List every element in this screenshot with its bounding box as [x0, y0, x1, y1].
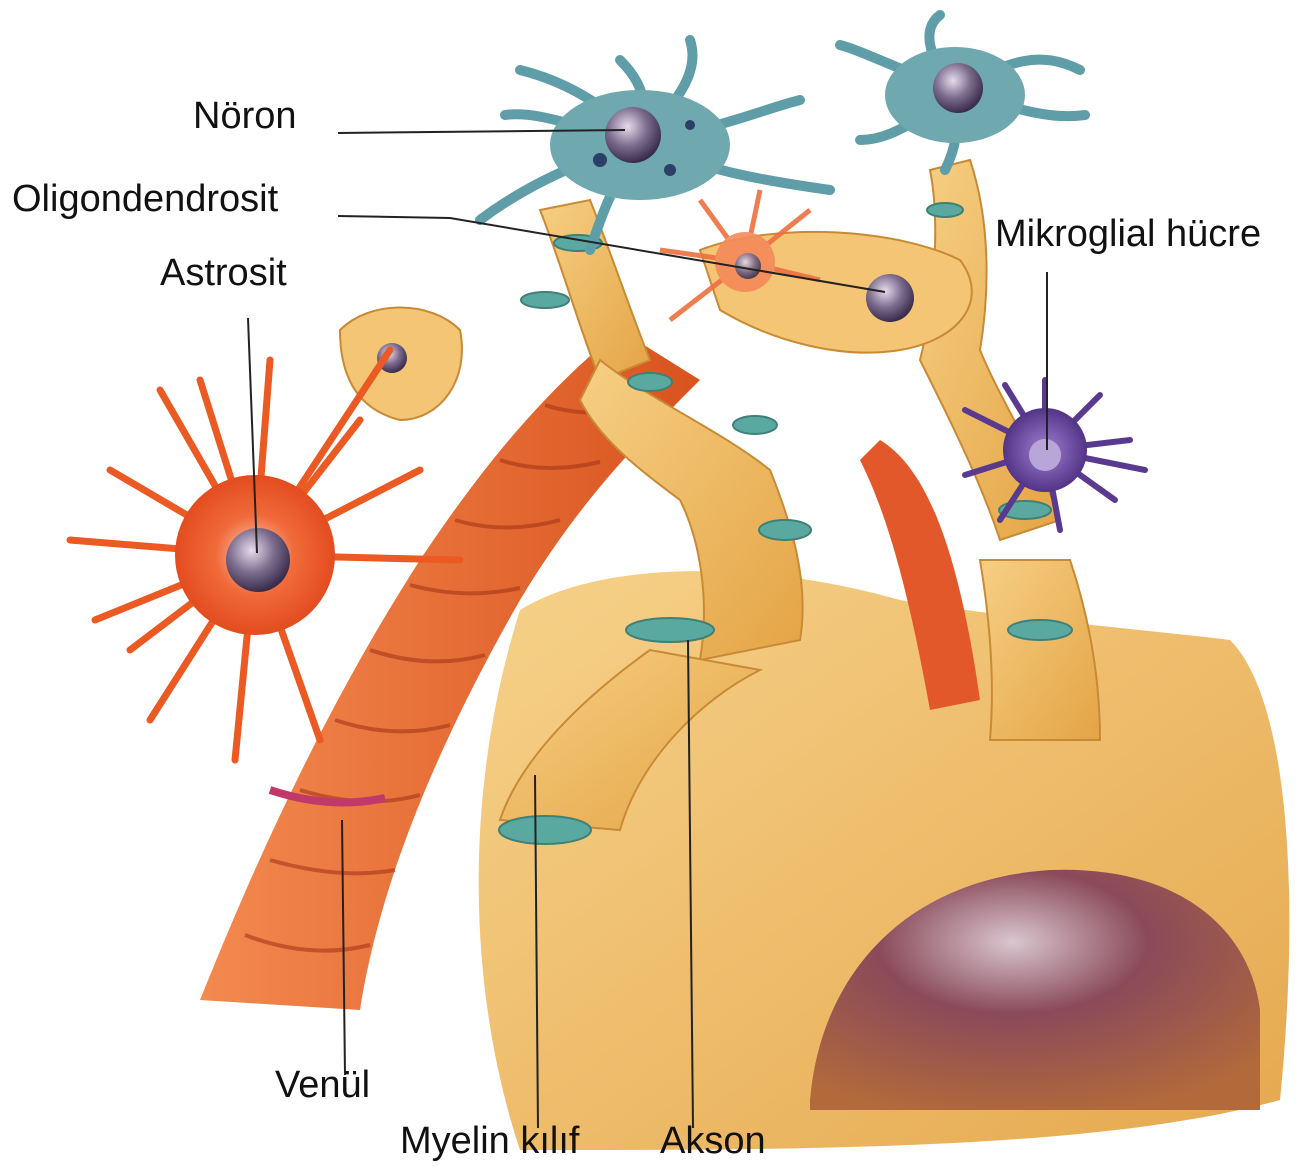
oligodendrocyte-large-body — [479, 571, 1290, 1150]
label-mikroglial: Mikroglial hücre — [995, 215, 1261, 253]
label-astrosit: Astrosit — [160, 254, 287, 292]
neuron-2 — [840, 15, 1085, 170]
label-venul: Venül — [275, 1066, 370, 1104]
label-akson: Akson — [660, 1122, 766, 1160]
label-oligodendrosit: Oligondendrosit — [12, 180, 278, 218]
neuron-1 — [480, 40, 830, 250]
label-myelin: Myelin kılıf — [400, 1122, 579, 1160]
label-noron: Nöron — [193, 97, 297, 135]
